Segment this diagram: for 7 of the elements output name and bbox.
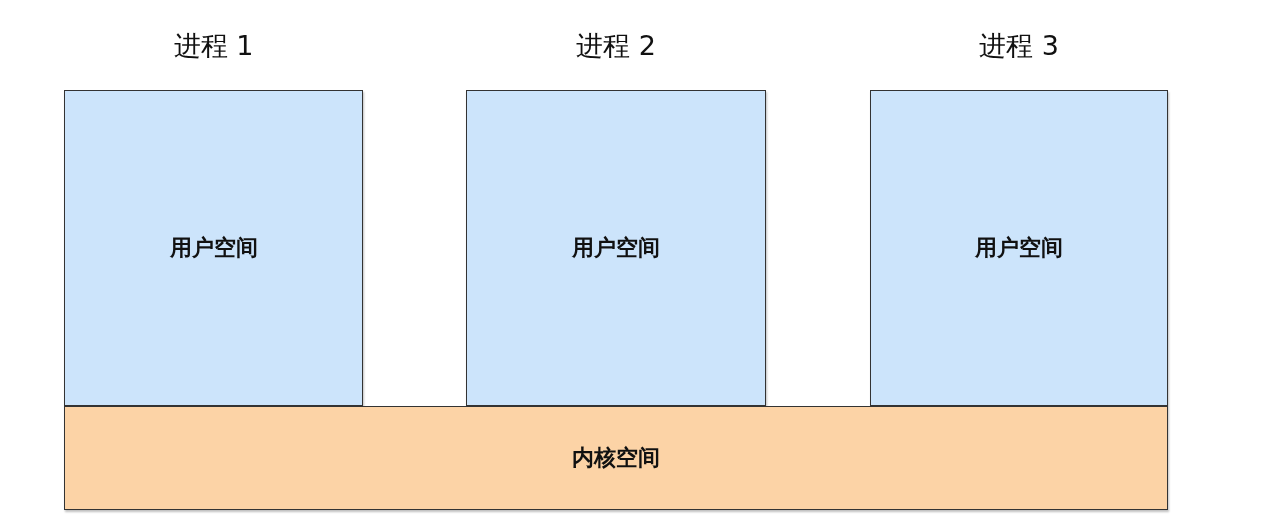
process-heading: 进程 3 (978, 29, 1060, 63)
space-label: 用户空间 (169, 234, 258, 262)
space-label: 内核空间 (572, 444, 660, 472)
process-heading: 进程 1 (172, 29, 255, 63)
process-heading: 进程 2 (575, 29, 657, 63)
space-label: 用户空间 (572, 234, 660, 262)
space-label: 用户空间 (975, 234, 1063, 262)
